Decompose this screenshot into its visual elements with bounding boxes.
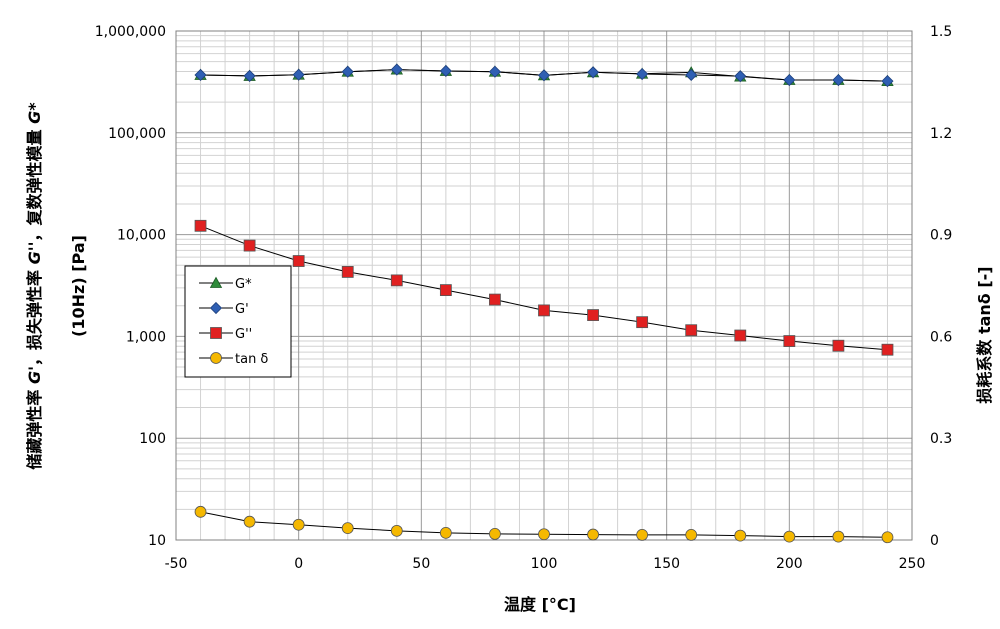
data-point [881, 343, 894, 356]
right-y-tick-label: 1.2 [930, 126, 952, 142]
data-point [243, 239, 256, 252]
x-tick-label: -50 [165, 556, 188, 572]
left-y-tick-label: 1,000 [126, 329, 166, 345]
legend-marker [209, 301, 223, 315]
right-y-tick-label: 0 [930, 533, 939, 549]
data-point [537, 69, 551, 82]
data-point [341, 65, 354, 78]
x-tick-label: 200 [776, 556, 803, 572]
legend-label: G'' [235, 327, 252, 342]
data-point [292, 68, 305, 81]
legend-item: G'' [199, 327, 252, 342]
data-point [341, 522, 354, 535]
data-point [734, 70, 747, 83]
data-point [292, 518, 305, 531]
legend-item: G' [199, 301, 249, 317]
left-y-tick-label: 1,000,000 [95, 24, 166, 40]
left-y-tick-label: 10 [148, 533, 166, 549]
data-point [243, 69, 256, 82]
svg-text:损耗系数 tanδ [-]: 损耗系数 tanδ [-] [975, 266, 994, 403]
data-point [538, 528, 550, 541]
left-y-axis-ticks: 10 100 1,000 10,000 100,000 1,000,000 [95, 24, 166, 549]
data-point [390, 274, 403, 287]
data-point [636, 316, 649, 329]
left-y-axis-label-line2: (10Hz) [Pa] [69, 235, 88, 337]
data-point [390, 524, 403, 537]
series-3 [194, 505, 894, 544]
data-point [783, 530, 796, 543]
right-y-axis-ticks: 0 0.3 0.6 0.9 1.2 1.5 [930, 24, 952, 549]
data-point [194, 219, 207, 232]
legend-marker [210, 327, 222, 339]
x-tick-label: 250 [899, 556, 926, 572]
legend-marker [210, 352, 222, 364]
left-y-axis-label: 储藏弹性率 G'，损失弹性率 G''，复数弹性模量 G* (10Hz) [Pa] [25, 102, 88, 471]
data-point [881, 75, 894, 88]
data-point [538, 304, 550, 317]
right-y-tick-label: 0.3 [930, 431, 952, 447]
legend-item: tan δ [199, 352, 268, 367]
data-point [194, 505, 207, 518]
data-point [685, 529, 698, 541]
left-y-axis-label-line1: 储藏弹性率 G'，损失弹性率 G''，复数弹性模量 G* [25, 102, 44, 471]
legend: G* G' G'' tan δ [184, 265, 292, 378]
data-point [832, 530, 845, 543]
data-point [881, 531, 894, 544]
data-point [587, 528, 599, 541]
data-point [439, 284, 452, 296]
left-y-tick-label: 100 [139, 431, 166, 447]
data-point [734, 529, 747, 542]
data-point [685, 324, 698, 337]
data-point [734, 329, 747, 342]
data-point [636, 529, 649, 541]
data-point [783, 335, 796, 347]
data-point [832, 73, 845, 87]
legend-label: G* [235, 277, 252, 292]
legend-marker [209, 276, 223, 288]
left-y-tick-label: 10,000 [117, 228, 166, 244]
data-point [488, 65, 501, 78]
data-point [783, 73, 796, 87]
x-axis-ticks: -50 0 50 100 150 200 250 [165, 556, 926, 572]
right-y-axis-label: 损耗系数 tanδ [-] [975, 266, 994, 403]
left-y-tick-label: 100,000 [108, 126, 166, 142]
series-2 [194, 219, 894, 356]
data-point [832, 339, 845, 352]
data-point [243, 515, 256, 528]
x-tick-label: 150 [653, 556, 680, 572]
data-point [194, 68, 207, 82]
data-point [341, 266, 354, 278]
data-point [292, 255, 305, 267]
data-point [390, 63, 403, 76]
data-point [439, 64, 452, 78]
x-axis-label: 温度 [°C] [503, 595, 576, 614]
data-point [439, 526, 452, 539]
x-tick-label: 100 [531, 556, 558, 572]
data-point [636, 67, 649, 81]
right-y-tick-label: 0.6 [930, 329, 952, 345]
data-point [685, 68, 698, 82]
right-y-tick-label: 0.9 [930, 228, 952, 244]
data-point [587, 309, 599, 321]
legend-label: G' [235, 302, 249, 317]
series-layer [194, 63, 894, 544]
data-point [489, 527, 501, 540]
legend-item: G* [199, 276, 252, 292]
x-tick-label: 0 [294, 556, 303, 572]
data-point [489, 293, 501, 306]
data-point [587, 66, 600, 79]
series-1 [194, 63, 894, 88]
right-y-tick-label: 1.5 [930, 24, 952, 40]
legend-label: tan δ [235, 352, 268, 367]
x-tick-label: 50 [412, 556, 430, 572]
